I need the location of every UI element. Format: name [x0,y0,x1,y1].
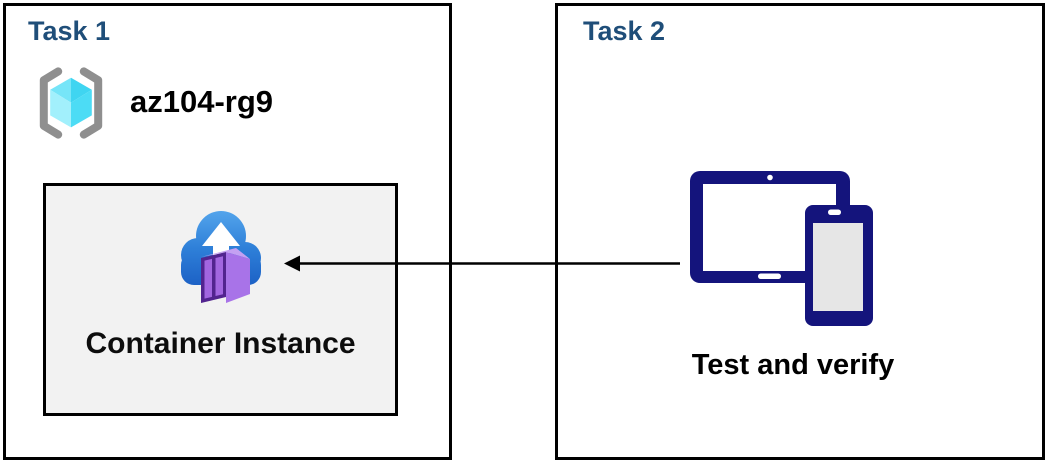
container-instance-label: Container Instance [85,327,356,360]
resource-group-icon [39,67,103,139]
tablet-home-button [758,273,781,279]
container-top-face [201,248,250,259]
task2-title: Task 2 [583,16,666,46]
task2-box: Task 2 Test and verify [555,3,1045,460]
task1-box: Task 1 az104-rg9 [3,3,452,460]
tablet-phone-icon [690,171,873,326]
test-and-verify-label: Test and verify [691,349,895,381]
tablet-camera [767,174,773,181]
container-instance-box: Container Instance [43,183,398,416]
phone-speaker [828,209,841,215]
container-instance-icon [181,211,261,303]
container-front-face [201,251,226,303]
phone-screen [813,223,863,311]
container-side-face [226,252,250,303]
resource-group-name: az104-rg9 [130,84,274,119]
task1-title: Task 1 [28,16,111,46]
